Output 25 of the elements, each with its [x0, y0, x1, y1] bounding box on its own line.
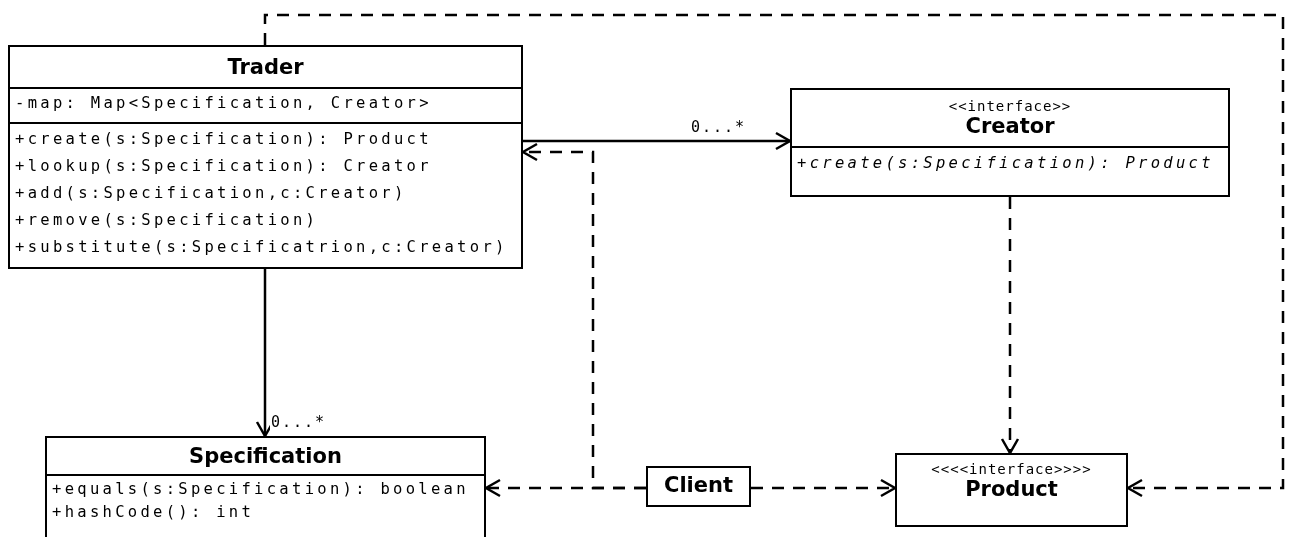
- method-text: +lookup(s:Specification): Creator: [15, 156, 433, 177]
- class-box: [45, 436, 486, 537]
- dependency-arrow: [263, 13, 1285, 498]
- method-text: +create(s:Specification): Product: [797, 153, 1215, 174]
- association-arrow: [523, 131, 792, 151]
- stereotype-label: <<interface>>: [947, 98, 1073, 114]
- dependency-arrow: [751, 478, 897, 498]
- method-text: +equals(s:Specification): boolean: [52, 479, 470, 500]
- interface-box: [895, 453, 1128, 527]
- class-name: Specification: [188, 444, 343, 468]
- method-text: +remove(s:Specification): [15, 210, 320, 231]
- attribute-text: -map: Map<Specification, Creator>: [15, 93, 433, 114]
- class-box: [646, 466, 751, 507]
- stereotype-label: <<<<interface>>>>: [930, 461, 1093, 477]
- interface-box: [790, 88, 1230, 197]
- method-text: +add(s:Specification,c:Creator): [15, 183, 408, 204]
- class-name: Product: [964, 477, 1059, 501]
- method-text: +substitute(s:Specificatrion,c:Creator): [15, 237, 509, 258]
- method-text: +create(s:Specification): Product: [15, 129, 433, 150]
- class-name: Creator: [964, 114, 1056, 138]
- method-text: +hashCode(): int: [52, 502, 256, 523]
- class-name: Trader: [226, 55, 305, 79]
- class-box: [8, 45, 523, 269]
- dependency-arrow: [1000, 197, 1020, 455]
- class-name: Client: [662, 473, 734, 497]
